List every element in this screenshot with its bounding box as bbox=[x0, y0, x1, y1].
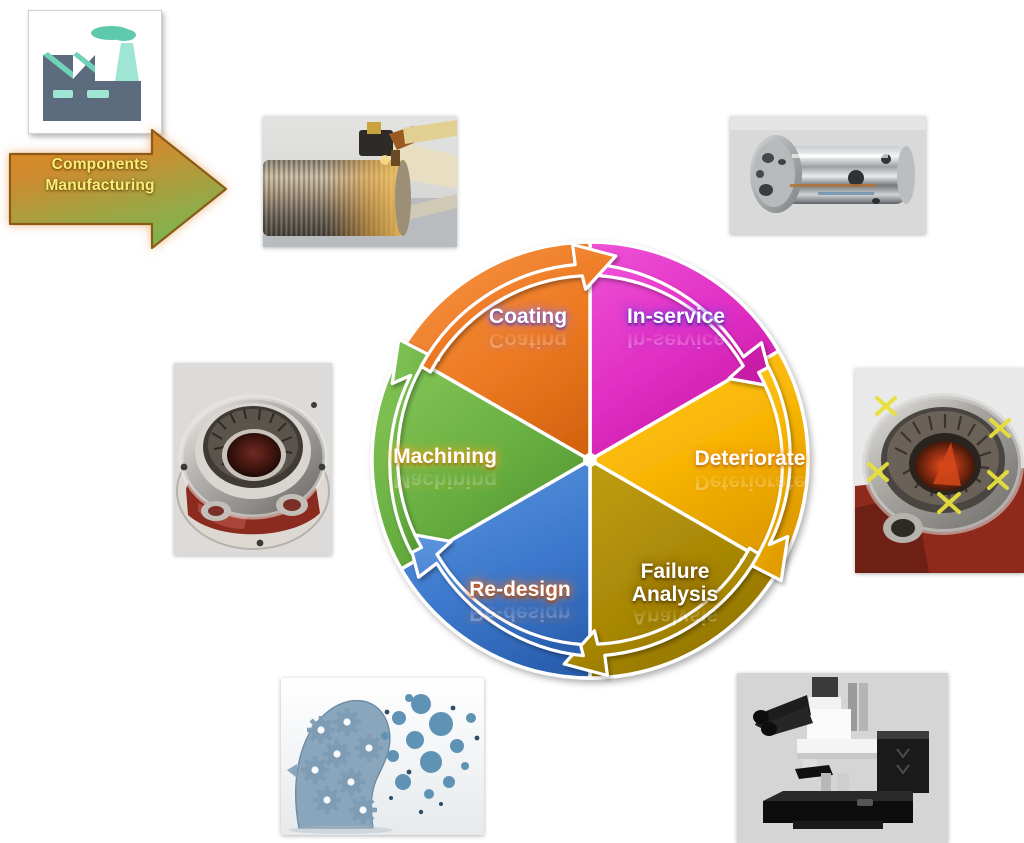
factory-icon bbox=[29, 11, 161, 133]
segment-in-service bbox=[588, 240, 781, 462]
arrow-re-design bbox=[405, 531, 585, 658]
arrow-coating bbox=[419, 242, 618, 374]
photo-in-service-component bbox=[730, 116, 926, 234]
factory-icon-card bbox=[28, 10, 162, 134]
photo-deteriorated-part bbox=[855, 368, 1024, 573]
segment-failure-analysis bbox=[588, 458, 781, 680]
photo-gear-head bbox=[281, 678, 484, 835]
segment-deteriorate bbox=[588, 349, 810, 571]
lifecycle-wheel bbox=[318, 186, 863, 746]
segment-coating bbox=[399, 240, 592, 462]
segment-machining bbox=[370, 349, 592, 571]
photo-coating-process bbox=[263, 116, 457, 247]
arrow-in-service bbox=[595, 262, 775, 389]
segment-re-design bbox=[399, 458, 592, 680]
components-manufacturing-arrow bbox=[2, 128, 232, 250]
photo-microscope bbox=[737, 673, 948, 843]
photo-machined-part bbox=[174, 363, 332, 555]
wheel-hub bbox=[583, 453, 597, 467]
